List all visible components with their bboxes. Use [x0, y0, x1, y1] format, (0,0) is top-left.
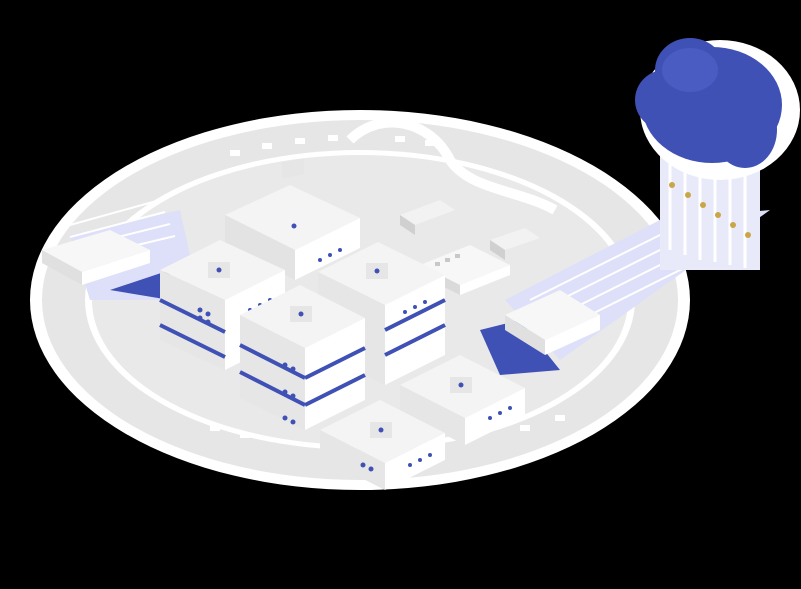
status-led-icon	[669, 182, 751, 238]
cloud-icon	[635, 38, 800, 180]
connector-plug-icon	[346, 117, 558, 260]
server-rack-icon	[159, 158, 525, 490]
right-cable-bundle-icon	[480, 150, 770, 375]
